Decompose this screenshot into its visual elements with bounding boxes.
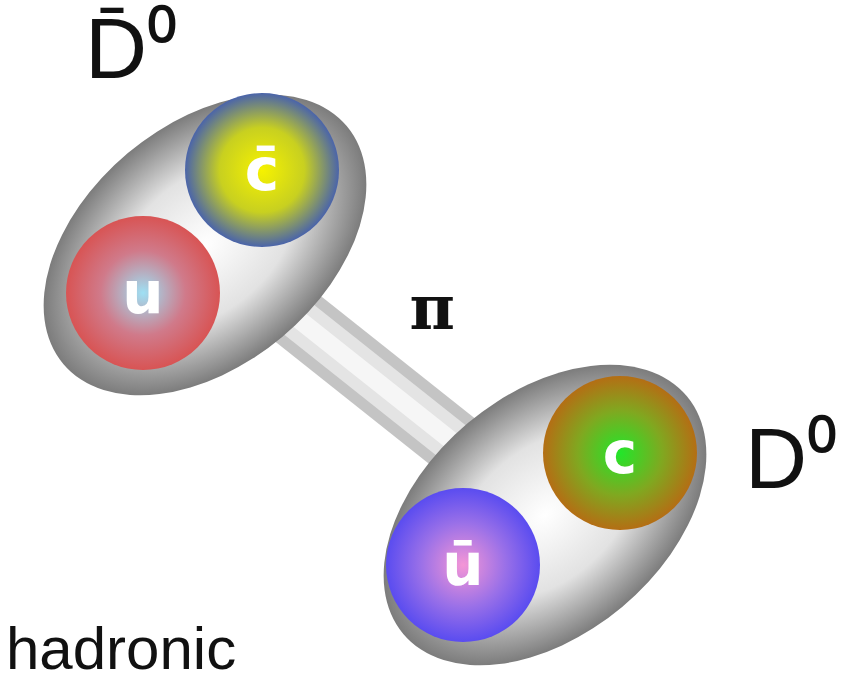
quark-body [543, 376, 697, 530]
meson-ellipse: D⁰ūc [380, 360, 710, 670]
quark-circle: c̄ [184, 92, 340, 248]
quark-symbol: u [122, 264, 163, 322]
meson-body [0, 34, 424, 456]
meson-ellipse: D̄⁰c̄u [40, 90, 370, 400]
quark-body [185, 93, 339, 247]
meson-name: D⁰ [745, 415, 837, 501]
quark-symbol: ū [442, 536, 483, 594]
quark-symbol: c [603, 424, 637, 482]
quark-body [66, 216, 220, 370]
quark-circle: c [542, 375, 698, 531]
quark-symbol: c̄ [245, 141, 279, 199]
quark-body [386, 488, 540, 642]
caption-text: hadronic [6, 619, 236, 679]
quark-circle: u [65, 215, 221, 371]
edge-label: π [410, 277, 455, 339]
meson-name: D̄⁰ [85, 5, 177, 91]
meson-body [326, 304, 764, 685]
quark-circle: ū [385, 487, 541, 643]
